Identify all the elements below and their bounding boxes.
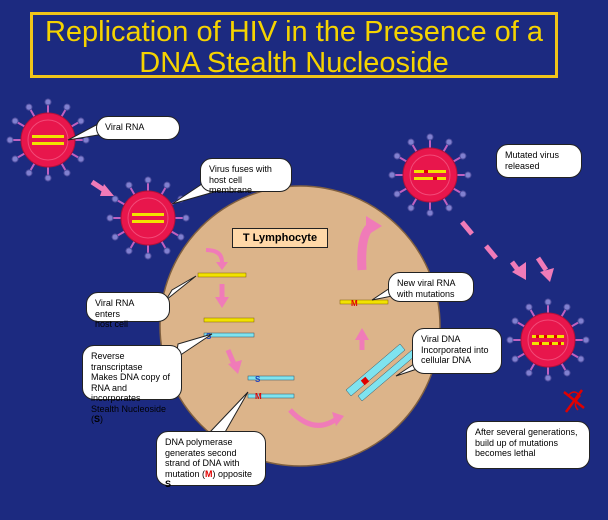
callout-viral-rna: Viral RNA	[96, 116, 180, 140]
polymerase-arrow	[225, 349, 242, 374]
rna-entry-arrow	[205, 248, 228, 270]
callout-vdna-line-3: cellular DNA	[421, 355, 472, 365]
callout-poly-stealth-s: S	[165, 479, 172, 489]
t-lymphocyte-label: T Lymphocyte	[232, 228, 328, 248]
callout-poly-line-1: DNA polymerase	[165, 437, 233, 447]
callout-virus-fuses: Virus fuses with host cell membrane	[200, 158, 292, 195]
mutation-marker-1: M	[255, 392, 262, 401]
callout-lethal-line-2: build up of mutations	[475, 437, 559, 448]
virus-mutated-2	[506, 298, 590, 382]
title-line-1: Replication of HIV in the Presence of a	[44, 16, 544, 48]
callout-rt-line-1: Reverse transcriptase	[91, 351, 143, 372]
virus-mutated-1	[388, 133, 472, 217]
callout-reverse-transcriptase: Reverse transcriptase Makes DNA copy of …	[82, 345, 182, 424]
callout-poly-line-4-text: mutation (	[165, 468, 206, 479]
new-viral-rna-strand: M	[339, 299, 389, 308]
callout-new-rna-line-1: New viral RNA	[397, 278, 456, 288]
stealth-marker-2: S	[255, 375, 261, 384]
callout-vdna-line-1: Viral DNA	[421, 334, 461, 344]
callout-enters-line-2: host cell	[95, 319, 129, 329]
release-arrows	[460, 220, 554, 282]
callout-poly-line-4: mutation (M) opposite S	[165, 469, 257, 490]
virus-1	[6, 98, 90, 182]
viral-rna-strand	[197, 272, 247, 278]
callout-fuse-line-1: Virus fuses with	[209, 164, 272, 174]
callout-lethal-line-3: becomes lethal	[475, 448, 536, 458]
mutation-marker-2: M	[351, 299, 358, 308]
callout-lethal-line-1: After several generations,	[475, 427, 578, 437]
lethal-x-icon	[563, 389, 585, 413]
transcription-arrow	[355, 328, 369, 350]
callout-rt-line-4-text: Stealth Nucleoside (	[91, 403, 167, 425]
callout-mutated-line-1: Mutated virus	[505, 150, 560, 160]
integrated-viral-dna	[345, 343, 417, 402]
title-box: Replication of HIV in the Presence of a …	[30, 12, 558, 79]
title-line-2: DNA Stealth Nucleoside	[139, 47, 449, 79]
rt-arrow	[215, 284, 229, 308]
callout-new-viral-rna: New viral RNA with mutations	[388, 272, 474, 302]
callout-rt-line-4: Stealth Nucleoside (S)	[91, 404, 173, 425]
callout-enters-line-1: Viral RNA enters	[95, 298, 134, 319]
virus-2	[106, 176, 190, 260]
callout-rt-line-4-end: )	[100, 414, 104, 424]
export-arrow	[357, 216, 382, 271]
callout-poly-mutation-m: M	[205, 468, 213, 479]
callout-mutated-line-2: released	[505, 160, 540, 171]
callout-new-rna-line-2: with mutations	[397, 288, 455, 299]
callout-rt-stealth-s: S	[94, 414, 101, 424]
integration-arrow	[288, 408, 344, 428]
callout-rna-enters: Viral RNA enters host cell	[86, 292, 170, 329]
callout-dna-polymerase: DNA polymerase generates second strand o…	[156, 431, 266, 489]
t-lymphocyte-cell	[159, 185, 441, 467]
entry-arrow	[90, 179, 114, 196]
callout-rt-line-2: Makes DNA copy of	[91, 372, 171, 382]
callout-viral-rna-text: Viral RNA	[105, 122, 145, 132]
callout-fuse-line-2: host cell membrane	[209, 174, 253, 196]
callout-rt-line-3: RNA and incorporates	[91, 382, 141, 404]
callout-viral-dna: Viral DNA Incorporated into cellular DNA	[412, 328, 502, 374]
callout-mutated-virus: Mutated virus released	[496, 144, 582, 178]
double-stranded-dna: S M	[247, 375, 295, 401]
callout-vdna-line-2: Incorporated into	[421, 344, 489, 355]
callout-lethal: After several generations, build up of m…	[466, 421, 590, 469]
callout-poly-line-4-end: ) opposite	[212, 468, 253, 479]
callout-poly-line-3: strand of DNA with	[165, 458, 240, 468]
callout-poly-line-2: generates second	[165, 447, 237, 458]
